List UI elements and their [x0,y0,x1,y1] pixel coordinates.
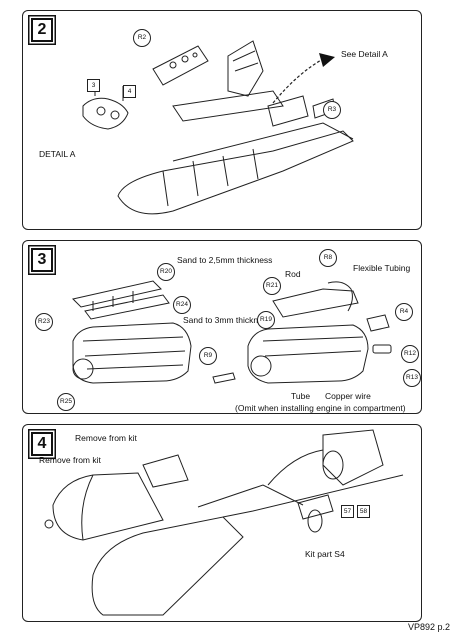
part-callout-r2: R2 [133,29,151,47]
part-callout-r13: R13 [403,369,421,387]
part-callout-r9: R9 [199,347,217,365]
detail-a-label: DETAIL A [39,149,76,159]
part-callout-r3: R3 [323,101,341,119]
page-reference: VP892 p.2 [407,622,450,632]
kit-part-s4-label: Kit part S4 [305,549,345,559]
step-3-panel: 3 Sand to 2,5mm thickness Sand to [22,240,422,414]
sand-25mm-note: Sand to 2,5mm thickness [177,255,273,265]
part-callout-r8: R8 [319,249,337,267]
part-callout-r20: R20 [157,263,175,281]
copper-wire-label: Copper wire [325,391,371,401]
detail-part-4: 4 [123,85,136,98]
rod-label: Rod [285,269,301,279]
see-detail-a-label: See Detail A [341,49,388,59]
part-callout-r21: R21 [263,277,281,295]
part-callout-r4: R4 [395,303,413,321]
step-2-panel: 2 DETAIL A See Detail A [22,10,422,230]
step-3-number: 3 [31,248,53,272]
step-4-number: 4 [31,432,53,456]
omit-note: (Omit when installing engine in compartm… [235,403,406,413]
part-callout-r24: R24 [173,296,191,314]
part-callout-r19: R19 [257,311,275,329]
part-box-58: 58 [357,505,370,518]
step-4-panel: 4 Remove from kit Remove from kit Kit pa… [22,424,422,622]
remove-from-kit-label-1: Remove from kit [75,433,137,443]
step-2-number: 2 [31,18,53,42]
fuselage-cockpit-drawing [82,40,354,215]
flexible-tubing-label: Flexible Tubing [353,263,411,273]
detail-part-3: 3 [87,79,100,92]
sand-3mm-note: Sand to 3mm thickness [183,315,272,325]
nacelle-installation-drawing [44,429,404,616]
part-callout-r23: R23 [35,313,53,331]
part-callout-r12: R12 [401,345,419,363]
remove-from-kit-label-2: Remove from kit [39,455,101,465]
tube-label: Tube [291,391,311,401]
engine-assembly-drawing [72,280,392,384]
part-callout-r25: R25 [57,393,75,411]
part-box-57: 57 [341,505,354,518]
